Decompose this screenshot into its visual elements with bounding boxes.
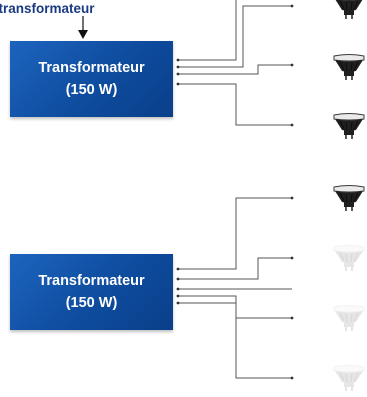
lamp-on-icon [332, 112, 366, 140]
lamp-on-icon [332, 53, 366, 81]
transformer-box-2: Transformateur (150 W) [10, 254, 173, 330]
transformer-rating: (150 W) [65, 82, 118, 98]
transformer-rating: (150 W) [65, 295, 118, 311]
wires-group-1 [178, 0, 292, 126]
lamp-off-icon [332, 364, 366, 392]
wires-group-2 [178, 197, 292, 379]
lamp-off-icon [332, 304, 366, 332]
wire-terminals-2 [176, 196, 294, 380]
lamp-on-icon [332, 184, 366, 212]
lamp-on-icon [332, 0, 366, 20]
transformer-box-1: Transformateur (150 W) [10, 41, 173, 117]
arrow-down-icon [78, 16, 88, 39]
top-caption: ar transformateur [0, 1, 95, 16]
transformer-name: Transformateur [38, 60, 145, 76]
wire-terminals-1 [176, 4, 294, 127]
lamp-off-icon [332, 244, 366, 272]
transformer-name: Transformateur [38, 273, 145, 289]
